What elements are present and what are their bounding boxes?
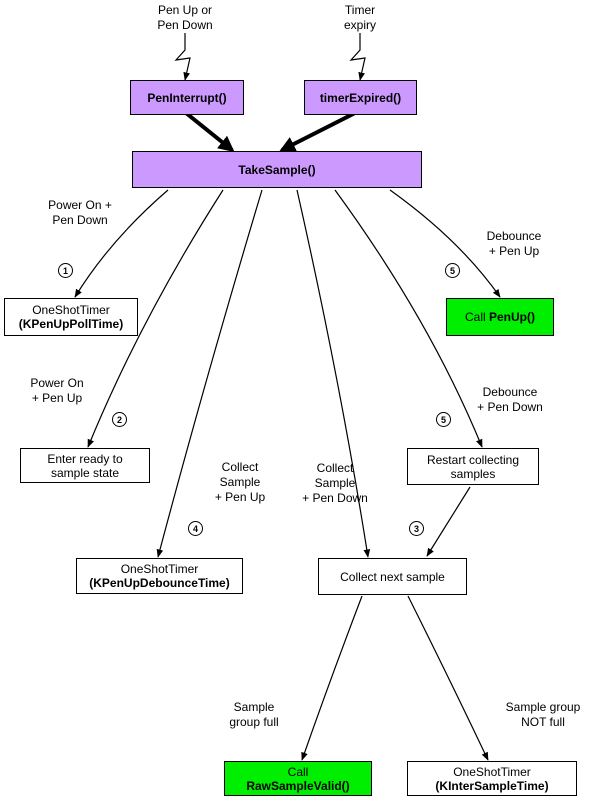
arrow-to-call-penup	[389, 189, 501, 298]
box-line: Call	[287, 764, 309, 779]
label-line: Debounce	[482, 385, 538, 399]
collect-sample-pen-down-label: Collect Sample + Pen Down	[293, 461, 377, 506]
timer-input-label: Timer expiry	[328, 3, 392, 33]
label-line: + Pen Up	[214, 490, 266, 504]
label-line: Sample group	[505, 700, 581, 714]
pen-interrupt-arrow	[184, 111, 235, 153]
call-penup-name: PenUp()	[489, 310, 535, 324]
box-line: OneShotTimer	[32, 303, 110, 317]
step-number: 5	[440, 414, 446, 425]
step-5b-marker: 5	[436, 412, 451, 427]
timer-expired-arrow	[279, 111, 356, 152]
box-line: Collect next sample	[340, 569, 445, 584]
box-line: Restart collecting	[426, 452, 520, 467]
box-line: sample state	[50, 465, 120, 480]
sample-group-full-label: Sample group full	[216, 700, 292, 730]
label-line: Debounce	[486, 229, 542, 243]
power-on-pen-down-label: Power On + Pen Down	[35, 198, 125, 228]
label-line: Sample	[219, 475, 261, 489]
label-line: + Pen Down	[302, 491, 368, 505]
label-line: + Pen Up	[31, 391, 83, 405]
label-line: Power On	[30, 376, 84, 390]
sample-group-not-full-label: Sample group NOT full	[498, 700, 588, 730]
label-line: Collect	[316, 461, 354, 475]
pen-interrupt-text: PenInterrupt()	[147, 90, 227, 105]
label-line: Sample	[233, 700, 275, 714]
call-prefix: Call	[464, 310, 489, 324]
pen-input-label: Pen Up or Pen Down	[150, 3, 220, 33]
box-line: OneShotTimer	[120, 562, 199, 576]
arrow-to-pollup-timer	[74, 189, 169, 298]
debounce-pen-up-label: Debounce + Pen Up	[475, 229, 553, 259]
call-raw-name: RawSampleValid()	[246, 778, 350, 793]
take-sample-box[interactable]: TakeSample()	[132, 151, 422, 188]
label-line: NOT full	[521, 715, 565, 729]
box-line: (KPenUpDebounceTime)	[89, 576, 230, 590]
box-line: samples	[450, 466, 496, 481]
debounce-pen-down-label: Debounce + Pen Down	[465, 385, 555, 415]
step-5a-marker: 5	[445, 263, 460, 278]
timer-expired-text: timerExpired()	[319, 90, 402, 105]
timer-signal-line	[349, 33, 366, 81]
label-line: Sample	[314, 476, 356, 490]
call-penup-box[interactable]: Call PenUp()	[446, 298, 554, 336]
label-line: Pen Down	[52, 213, 108, 227]
step-number: 4	[192, 523, 198, 534]
take-sample-text: TakeSample()	[238, 162, 316, 177]
timer-expired-box[interactable]: timerExpired()	[304, 80, 417, 115]
arrow-restart-to-collect	[426, 486, 471, 557]
arrow-to-restart	[334, 189, 483, 448]
restart-collecting-box[interactable]: Restart collecting samples	[407, 448, 539, 485]
arrow-to-call-raw	[301, 595, 363, 761]
arrow-to-inter-timer	[407, 595, 489, 761]
oneshot-inter-box[interactable]: OneShotTimer (KInterSampleTime)	[407, 761, 577, 796]
oneshot-pollup-box[interactable]: OneShotTimer (KPenUpPollTime)	[4, 298, 138, 336]
enter-ready-box[interactable]: Enter ready to sample state	[20, 448, 150, 483]
arrow-to-enter-ready	[87, 189, 224, 448]
step-3-marker: 3	[409, 521, 424, 536]
arrow-to-debounce-timer	[156, 189, 263, 558]
arrow-to-collect-next	[296, 189, 371, 558]
box-line: (KPenUpPollTime)	[18, 317, 124, 331]
label-line: + Pen Up	[488, 244, 540, 258]
oneshot-debounce-box[interactable]: OneShotTimer (KPenUpDebounceTime)	[76, 558, 243, 594]
step-1-marker: 1	[58, 263, 73, 278]
timer-input-label-line: Timer	[344, 3, 376, 17]
step-number: 2	[116, 414, 122, 425]
call-raw-sample-box[interactable]: Call RawSampleValid()	[224, 761, 372, 796]
step-number: 1	[62, 265, 68, 276]
pen-interrupt-box[interactable]: PenInterrupt()	[130, 80, 244, 115]
step-2-marker: 2	[112, 412, 127, 427]
step-number: 5	[449, 265, 455, 276]
collect-sample-pen-up-label: Collect Sample + Pen Up	[205, 460, 275, 505]
step-number: 3	[413, 523, 419, 534]
box-line: Enter ready to	[47, 451, 123, 466]
timer-input-label-line: expiry	[343, 18, 376, 32]
pen-input-label-line: Pen Up or	[157, 3, 213, 17]
box-line: OneShotTimer	[453, 764, 531, 779]
pen-signal-line	[174, 33, 191, 81]
label-line: group full	[229, 715, 279, 729]
box-line: (KInterSampleTime)	[435, 778, 549, 793]
power-on-pen-up-label: Power On + Pen Up	[20, 376, 94, 406]
pen-input-label-line: Pen Down	[157, 18, 213, 32]
collect-next-box[interactable]: Collect next sample	[318, 558, 467, 595]
step-4-marker: 4	[188, 521, 203, 536]
label-line: Power On +	[48, 198, 112, 212]
label-line: Collect	[221, 460, 259, 474]
label-line: + Pen Down	[477, 400, 543, 414]
